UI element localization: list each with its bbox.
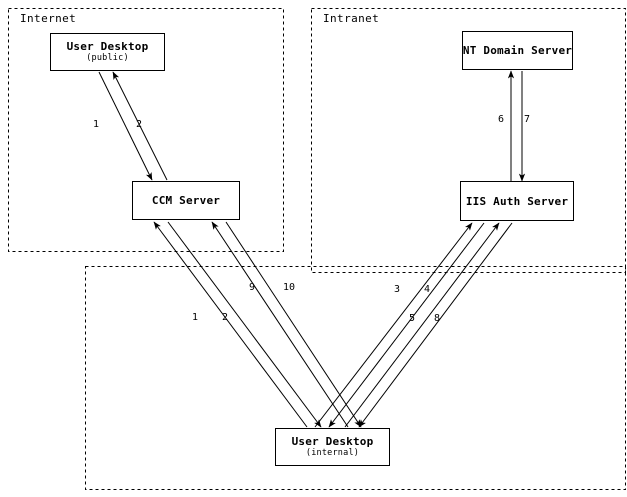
node-title-user-desktop-public: User Desktop (66, 40, 149, 53)
edge-3-internal-to-iis (314, 222, 473, 428)
zone-label-internet: Internet (20, 12, 77, 25)
edge-10-ccm-to-internal (225, 221, 362, 428)
zone-boundary-internet (8, 8, 284, 252)
node-subtitle-user-desktop-internal: (internal) (305, 448, 360, 458)
edge-2-ccm-to-public (112, 71, 168, 181)
edge-8-iis-to-internal (358, 222, 513, 428)
edge-label-10-ccm-internal: 10 (283, 282, 296, 293)
node-ccm-server[interactable]: CCM Server (132, 181, 240, 220)
edge-label-5-internal-iis: 5 (409, 313, 416, 324)
zone-boundary-internal-network (85, 266, 626, 490)
edge-1-internal-to-ccm (153, 221, 308, 428)
zone-label-intranet: Intranet (323, 12, 380, 25)
node-title-ccm-server: CCM Server (151, 194, 221, 207)
node-title-iis-auth-server: IIS Auth Server (465, 194, 569, 208)
node-subtitle-user-desktop-public: (public) (86, 53, 129, 63)
edge-label-1-public-ccm: 1 (93, 119, 100, 130)
edge-2-ccm-to-internal (167, 221, 322, 428)
connector-lines (98, 70, 526, 428)
node-title-user-desktop-internal: User Desktop (291, 435, 374, 448)
edge-label-2-ccm-internal: 2 (222, 312, 229, 323)
edge-label-2-ccm-public: 2 (136, 119, 143, 130)
edge-5-internal-to-iis (344, 222, 500, 428)
node-title-nt-domain-server: NT Domain Server (462, 44, 573, 57)
edge-label-3-internal-iis: 3 (394, 284, 401, 295)
node-user-desktop-internal[interactable]: User Desktop (internal) (275, 428, 390, 466)
edge-label-8-iis-internal: 8 (434, 313, 441, 324)
node-user-desktop-public[interactable]: User Desktop (public) (50, 33, 165, 71)
edge-1-public-to-ccm (98, 71, 153, 181)
edge-label-1-internal-ccm: 1 (192, 312, 199, 323)
edge-label-9-internal-ccm: 9 (249, 282, 256, 293)
edge-4-iis-to-internal (328, 222, 485, 428)
node-nt-domain-server[interactable]: NT Domain Server (462, 31, 573, 70)
edge-9-internal-to-ccm (211, 221, 349, 428)
edge-label-4-iis-internal: 4 (424, 284, 431, 295)
edge-label-7-ntdomain-iis: 7 (524, 114, 531, 125)
edge-label-6-iis-ntdomain: 6 (498, 114, 505, 125)
node-iis-auth-server[interactable]: IIS Auth Server (460, 181, 574, 221)
zone-boundary-intranet (311, 8, 626, 273)
zone-boundaries (8, 8, 626, 490)
